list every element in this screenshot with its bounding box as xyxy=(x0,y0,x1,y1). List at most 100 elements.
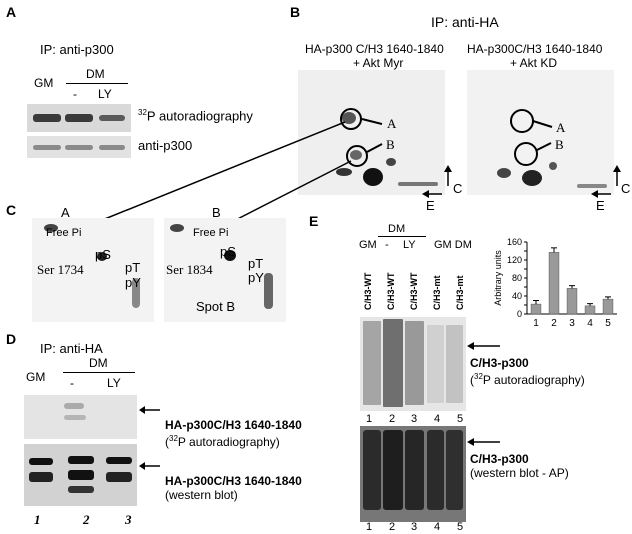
panel-c-letter: C xyxy=(6,202,17,218)
chart-bar xyxy=(602,298,614,315)
panel-b-spot-a-left: A xyxy=(387,116,397,131)
panel-e-gmdm-label: GM DM xyxy=(434,239,472,251)
panel-c-right-plate xyxy=(164,218,286,322)
panel-a-gm-label: GM xyxy=(34,76,54,90)
panel-d-autorad-title: HA-p300C/H3 1640-1840 xyxy=(165,418,302,432)
chart-ytick-label: 160 xyxy=(507,237,522,247)
panel-b-right-title-2: + Akt KD xyxy=(510,56,558,70)
panel-a-ip-label: IP: anti-p300 xyxy=(40,42,114,57)
panel-b-ip-label: IP: anti-HA xyxy=(431,14,499,30)
panel-e-top-lane-num-2: 2 xyxy=(389,413,396,425)
panel-e-ly-label: LY xyxy=(403,239,416,251)
panel-e-dm-line xyxy=(378,236,426,237)
panel-e-letter: E xyxy=(309,213,319,229)
panel-d-dm-label: DM xyxy=(89,356,108,370)
panel-b-axis-c-left: C xyxy=(453,181,463,196)
chart-xtick-label: 1 xyxy=(533,318,539,329)
chart-ytick-label: 120 xyxy=(507,255,522,265)
panel-b-circle-b-right xyxy=(514,142,538,166)
panel-c-left-plate xyxy=(32,218,154,322)
panel-e-western-subtitle: (western blot - AP) xyxy=(470,466,569,480)
panel-a-dm-line xyxy=(66,83,128,84)
panel-a-ly-label: LY xyxy=(98,87,112,101)
panel-c-free-pi-left: Free Pi xyxy=(46,227,82,239)
panel-d-autorad-subtitle: (32P autoradiography) xyxy=(165,434,280,449)
panel-a-letter: A xyxy=(6,4,17,20)
chart-xtick-label: 5 xyxy=(605,318,611,329)
panel-e-autorad-title: C/H3-p300 xyxy=(470,356,529,370)
panel-d-ip-label: IP: anti-HA xyxy=(40,341,103,356)
panel-e-bottom-lane-num-5: 5 xyxy=(457,521,464,533)
panel-d-ly-label: LY xyxy=(107,376,121,390)
panel-a-western-blot xyxy=(27,136,131,158)
panel-a-dash-label: - xyxy=(73,87,77,101)
panel-d-lane-3: 3 xyxy=(125,512,132,527)
panel-b-axis-c-right: C xyxy=(621,181,631,196)
panel-d-dash-label: - xyxy=(70,376,74,390)
panel-e-bottom-lane-num-2: 2 xyxy=(389,521,396,533)
panel-a-autorad-blot xyxy=(27,104,131,132)
panel-b-left-title-1: HA-p300 C/H3 1640-1840 xyxy=(305,42,444,56)
panel-c-py-right: pY xyxy=(248,270,264,285)
panel-b-left-title-2: + Akt Myr xyxy=(353,56,404,70)
panel-e-gm-label: GM xyxy=(359,239,377,251)
panel-c-free-pi-right: Free Pi xyxy=(193,227,229,239)
chart-bar xyxy=(584,305,596,315)
panel-c-ser-right: Ser 1834 xyxy=(166,262,213,277)
panel-c-pt-right: pT xyxy=(248,256,264,271)
panel-c-right-top-label: B xyxy=(212,205,221,220)
panel-e-top-lane-num-1: 1 xyxy=(366,413,373,425)
panel-a-dm-label: DM xyxy=(86,67,105,81)
panel-e-lane-label-3: C/H3-WT xyxy=(409,272,419,311)
panel-c-ps-right: pS xyxy=(220,244,236,259)
panel-a-autorad-label: 32P autoradiography xyxy=(138,108,253,124)
panel-b-spot-a-right: A xyxy=(556,120,566,135)
panel-b-left-plate xyxy=(298,70,445,195)
panel-b-spot-b-right: B xyxy=(555,137,564,152)
panel-e-dash-label: - xyxy=(385,239,389,251)
panel-d-western-title: HA-p300C/H3 1640-1840 xyxy=(165,474,302,488)
panel-e-top-lane-num-3: 3 xyxy=(411,413,418,425)
panel-d-lane-1: 1 xyxy=(34,512,41,527)
chart-ytick-label: 80 xyxy=(512,273,522,283)
chart-xtick-label: 2 xyxy=(551,318,557,329)
panel-e-autorad-subtitle: (32P autoradiography) xyxy=(470,372,585,387)
panel-d-western-subtitle: (western blot) xyxy=(165,488,238,502)
panel-c-ps-left: pS xyxy=(95,247,111,262)
panel-a-western-label: anti-p300 xyxy=(138,138,193,153)
panel-e-bottom-lane-num-3: 3 xyxy=(411,521,418,533)
chart-xtick-label: 4 xyxy=(587,318,593,329)
panel-d-lane-2: 2 xyxy=(83,512,90,527)
panel-e-western-title: C/H3-p300 xyxy=(470,452,529,466)
panel-d-letter: D xyxy=(6,331,17,347)
panel-b-letter: B xyxy=(290,4,301,20)
chart-ytick-label: 0 xyxy=(517,309,522,319)
panel-e-bottom-lane-num-4: 4 xyxy=(434,521,441,533)
panel-b-spot-b-left: B xyxy=(386,137,395,152)
panel-b-circle-b-left xyxy=(346,145,368,167)
panel-d-dm-line xyxy=(63,372,135,373)
panel-b-axis-e-right: E xyxy=(596,198,605,213)
panel-b-circle-a-left xyxy=(340,108,362,130)
panel-e-lane-label-2: C/H3-WT xyxy=(386,272,396,311)
panel-e-top-lane-num-5: 5 xyxy=(457,413,464,425)
chart-bar xyxy=(548,252,560,315)
chart-xtick-label: 3 xyxy=(569,318,575,329)
chart-ytick-label: 40 xyxy=(512,291,522,301)
panel-c-spot-b-label: Spot B xyxy=(196,299,236,314)
panel-e-dm-label: DM xyxy=(388,223,406,235)
panel-d-gm-label: GM xyxy=(26,370,46,384)
chart-bar xyxy=(530,303,542,315)
panel-c-pt-left: pT xyxy=(125,260,141,275)
panel-b-axis-e-left: E xyxy=(426,198,435,213)
panel-d-autorad-blot xyxy=(24,395,137,439)
panel-e-top-lane-num-4: 4 xyxy=(434,413,441,425)
chart-bar xyxy=(566,288,578,315)
panel-e-autorad-blot xyxy=(360,317,466,411)
panel-c-py-left: pY xyxy=(125,275,141,290)
panel-c-ser-left: Ser 1734 xyxy=(37,262,84,277)
panel-c-left-top-label: A xyxy=(61,205,70,220)
